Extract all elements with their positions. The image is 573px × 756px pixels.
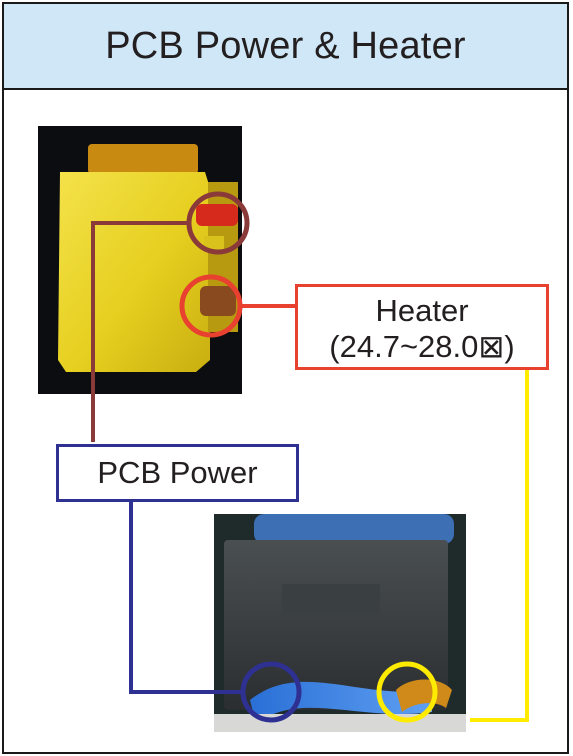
connector-photo-top (38, 126, 242, 394)
heater-label: Heater (298, 293, 546, 329)
heater-resistance-value: (24.7~28.0 (329, 329, 478, 364)
red-wire (196, 204, 238, 226)
photo-bottom-base (214, 714, 466, 732)
pcb-power-label-box: PCB Power (56, 444, 299, 502)
brown-wire (200, 286, 236, 316)
yellow-connector-body (58, 172, 210, 372)
heater-label-box: Heater (24.7~28.0⊠) (295, 284, 549, 370)
connector-marking (282, 584, 380, 614)
blue-component (254, 514, 454, 544)
connector-photo-bottom (214, 514, 466, 732)
pcb-power-label: PCB Power (97, 455, 257, 490)
heater-bottom-line (470, 369, 527, 720)
heater-resistance-close: ) (504, 329, 514, 364)
heater-resistance: (24.7~28.0⊠) (298, 329, 546, 365)
ohm-symbol-icon: ⊠ (478, 329, 504, 364)
connector-latch (88, 144, 198, 174)
